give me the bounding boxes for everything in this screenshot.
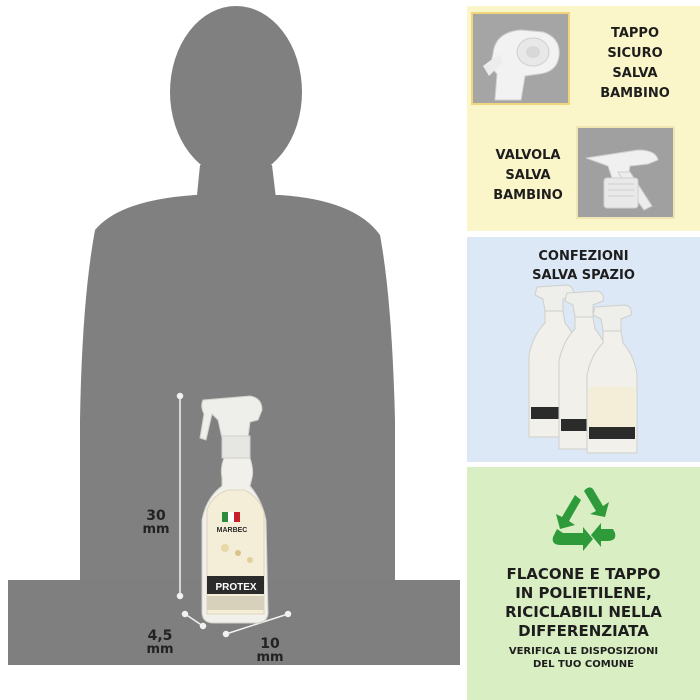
safety-cap-caption: TAPPO SICURO SALVA BAMBINO [575,24,695,104]
recycle-panel [467,467,700,700]
space-line: SALVA SPAZIO [532,268,635,283]
recycle-note: VERIFICA LE DISPOSIZIONI DEL TUO COMUNE [467,645,700,671]
height-value: 30 [146,508,166,524]
valve-line: BAMBINO [493,188,563,203]
space-saving-panel [467,237,700,462]
depth-dimension: 4,5 mm [142,629,178,656]
cap-line: TAPPO [610,26,660,41]
recycle-title-line: FLACONE E TAPPO [506,565,661,583]
valve-line: SALVA [505,168,551,183]
recycle-icon [552,487,616,551]
product-scene: MARBEC PROTEX 30 mm 4,5 mm 10 mm [8,6,460,665]
width-unit: mm [256,650,284,665]
recycle-note-line: DEL TUO COMUNE [532,659,635,670]
scene-illustration: MARBEC PROTEX [8,6,460,665]
person-silhouette [80,6,395,585]
safety-cap-image [473,14,568,103]
height-dimension: 30 mm [138,509,174,536]
bottle-front [586,304,638,454]
recycle-title-line: RICICLABILI NELLA [505,603,662,621]
bottle-brand: MARBEC [217,527,248,534]
bottle-product-name: PROTEX [215,582,256,593]
space-line: CONFEZIONI [538,249,629,264]
cap-line: BAMBINO [600,86,670,101]
recycle-note-line: VERIFICA LE DISPOSIZIONI [508,646,659,657]
valve-image [578,128,673,217]
valve-caption: VALVOLA SALVA BAMBINO [480,146,576,206]
width-dimension: 10 mm [250,637,290,664]
recycle-title: FLACONE E TAPPO IN POLIETILENE, RICICLAB… [467,565,700,641]
dimension-lines [176,392,292,638]
depth-value: 4,5 [147,628,173,644]
valve-line: VALVOLA [495,148,561,163]
stacked-bottles-image [528,284,638,454]
depth-unit: mm [146,642,174,657]
recycle-title-line: IN POLIETILENE, [515,584,652,602]
cap-line: SALVA [612,66,658,81]
safety-cap-photo [471,12,570,105]
recycle-title-line: DIFFERENZIATA [518,622,649,640]
cap-line: SICURO [607,46,663,61]
product-bottle: MARBEC PROTEX [199,395,269,624]
width-value: 10 [260,636,280,652]
valve-photo [576,126,675,219]
height-unit: mm [142,522,170,537]
space-saving-caption: CONFEZIONI SALVA SPAZIO [467,247,700,285]
